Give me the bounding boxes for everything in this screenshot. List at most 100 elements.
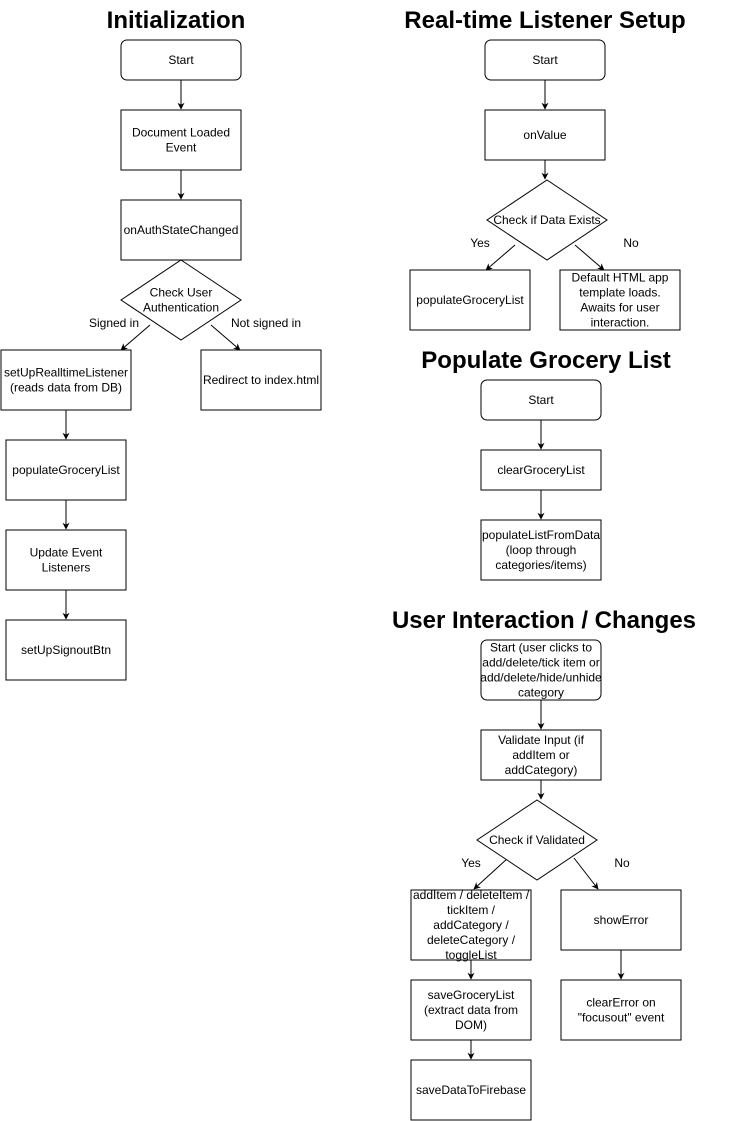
node-rt-onvalue-shape <box>484 109 606 161</box>
node-label-line: "focusout" event <box>578 1011 665 1025</box>
node-ui-actions-shape <box>410 889 532 961</box>
node-label-line: clearError on <box>586 996 655 1010</box>
node-label-line: populateGroceryList <box>12 463 120 477</box>
node-label-line: Start <box>532 53 558 67</box>
node-label-line: Check if Validated <box>489 833 585 847</box>
node-label-line: Document Loaded <box>132 126 230 140</box>
node-label-line: (extract data from <box>424 1003 518 1017</box>
node-ui-clear-error-shape <box>560 979 682 1041</box>
edge-label-signed-in: Signed in <box>89 316 139 330</box>
node-rt-default-template-shape <box>559 269 681 331</box>
edge-label-rt-no: No <box>623 236 639 250</box>
edge-ui-check-to-actions <box>473 857 509 890</box>
node-label-line: template loads. <box>579 286 660 300</box>
node-label-line: saveGroceryList <box>428 988 515 1002</box>
node-pop-populate-from-data: populateListFromData(loop throughcategor… <box>480 519 602 581</box>
edge-init-check-to-listener <box>120 324 151 351</box>
node-label-line: Start <box>528 393 554 407</box>
section-title-populate-grocery-list: Populate Grocery List <box>421 347 670 374</box>
node-ui-save-data-to-firebase-shape <box>410 1059 532 1121</box>
node-label-line: Start (user clicks to <box>490 641 592 655</box>
node-init-redirect: Redirect to index.html <box>200 349 322 411</box>
node-init-start: Start <box>120 39 242 81</box>
node-label-line: Validate Input (if <box>498 733 584 747</box>
node-label-line: (reads data from DB) <box>10 381 122 395</box>
edge-label-rt-yes: Yes <box>470 236 490 250</box>
node-init-document-loaded-shape <box>120 109 242 171</box>
section-title-user-interaction: User Interaction / Changes <box>392 607 696 634</box>
node-init-check-user-auth-shape <box>120 259 242 341</box>
edge-rt-check-to-default <box>574 244 605 271</box>
node-rt-check-data-exists-shape <box>486 179 608 261</box>
node-label-line: setUpRealltimeListener <box>4 366 128 380</box>
node-init-populate-grocery-list-shape <box>5 439 127 501</box>
node-ui-start-shape <box>480 639 602 701</box>
node-pop-start-shape <box>480 379 602 421</box>
node-rt-check-data-exists: Check if Data Exists <box>486 179 608 261</box>
node-label-line: add/delete/tick item or <box>482 656 599 670</box>
node-label-line: saveDataToFirebase <box>416 1083 526 1097</box>
node-label-line: showError <box>594 913 649 927</box>
node-label-line: Default HTML app <box>572 271 669 285</box>
node-pop-clear-grocery-list-shape <box>480 449 602 491</box>
node-label-line: addCategory) <box>505 763 578 777</box>
node-label-line: onAuthStateChanged <box>124 223 239 237</box>
node-rt-start-shape <box>484 39 606 81</box>
node-label-line: Redirect to index.html <box>203 373 319 387</box>
node-label-line: addItem or <box>512 748 569 762</box>
node-label-line: populateGroceryList <box>416 293 524 307</box>
node-pop-clear-grocery-list: clearGroceryList <box>480 449 602 491</box>
node-label-line: categories/items) <box>495 558 586 572</box>
edge-label-ui-yes: Yes <box>461 856 481 870</box>
node-label-line: setUpSignoutBtn <box>21 643 111 657</box>
node-label-line: Awaits for user <box>580 301 659 315</box>
node-ui-check-validated: Check if Validated <box>476 799 598 881</box>
node-init-setup-signout-btn: setUpSignoutBtn <box>5 619 127 681</box>
node-ui-actions: addItem / deleteItem /tickItem /addCateg… <box>410 888 532 962</box>
node-init-setup-realtime-listener-shape <box>0 349 132 411</box>
node-ui-validate-input-shape <box>480 729 602 781</box>
node-ui-save-data-to-firebase: saveDataToFirebase <box>410 1059 532 1121</box>
edge-rt-check-to-populate <box>485 244 516 271</box>
node-init-on-auth-state-changed: onAuthStateChanged <box>120 199 242 261</box>
node-rt-onvalue: onValue <box>484 109 606 161</box>
node-label-line: addItem / deleteItem / <box>413 888 530 902</box>
section-title-initialization: Initialization <box>107 7 246 34</box>
node-ui-save-grocery-list-shape <box>410 979 532 1041</box>
node-ui-show-error-shape <box>560 889 682 951</box>
node-label-line: toggleList <box>445 948 497 962</box>
node-init-redirect-shape <box>200 349 322 411</box>
node-label-line: tickItem / <box>447 903 496 917</box>
node-label-line: Check User <box>150 286 213 300</box>
node-init-setup-realtime-listener: setUpRealltimeListener(reads data from D… <box>0 349 132 411</box>
node-init-start-shape <box>120 39 242 81</box>
node-label-line: add/delete/hide/unhide <box>480 671 602 685</box>
edge-label-ui-no: No <box>614 856 630 870</box>
edge-label-not-signed-in: Not signed in <box>231 316 301 330</box>
node-ui-show-error: showError <box>560 889 682 951</box>
node-ui-check-validated-shape <box>476 799 598 881</box>
node-label-line: Update Event <box>30 546 103 560</box>
node-label-line: Authentication <box>143 301 219 315</box>
node-label-line: onValue <box>523 128 566 142</box>
node-pop-populate-from-data-shape <box>480 519 602 581</box>
node-label-line: DOM) <box>455 1018 487 1032</box>
node-label-line: clearGroceryList <box>497 463 585 477</box>
node-label-line: Start <box>168 53 194 67</box>
node-label-line: Listeners <box>42 561 91 575</box>
node-label-line: deleteCategory / <box>427 933 516 947</box>
node-init-update-event-listeners-shape <box>5 529 127 591</box>
node-init-on-auth-state-changed-shape <box>120 199 242 261</box>
node-rt-start: Start <box>484 39 606 81</box>
node-label-line: category <box>518 686 564 700</box>
edge-ui-check-to-error <box>573 857 599 890</box>
node-rt-populate-grocery-list: populateGroceryList <box>409 269 531 331</box>
